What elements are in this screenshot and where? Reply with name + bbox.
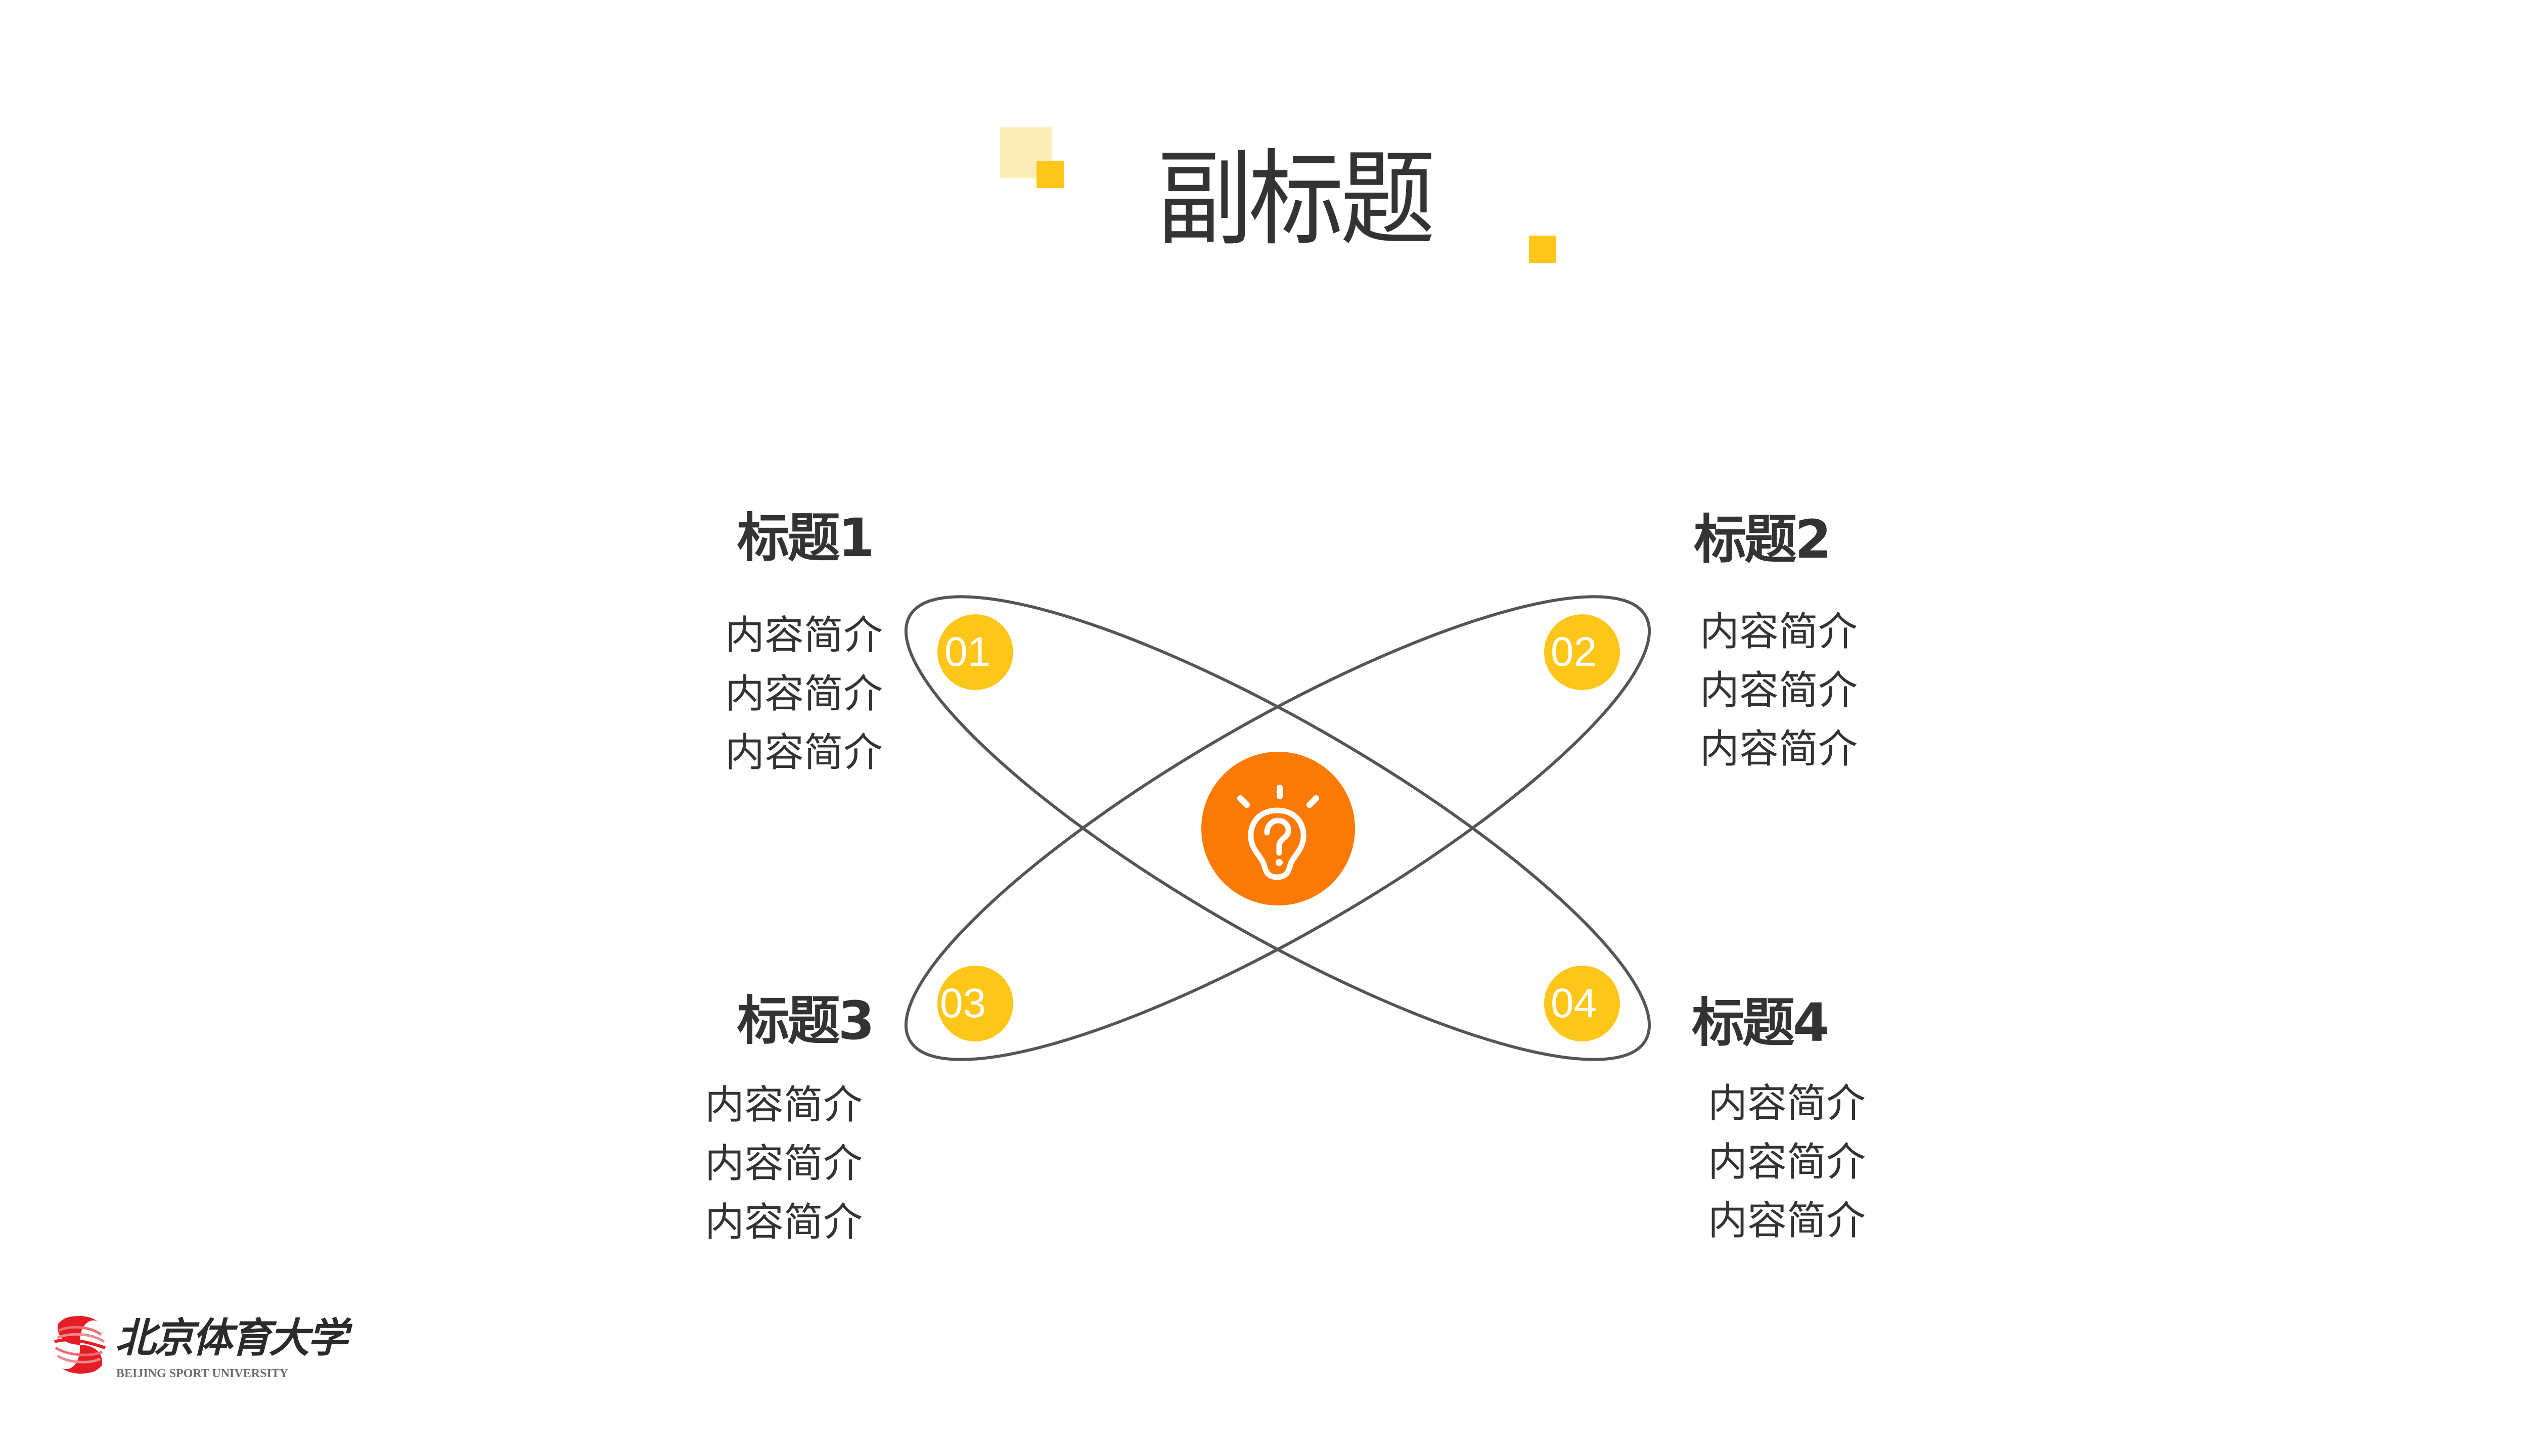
swirl-emblem-icon	[50, 1314, 110, 1375]
description-line: 内容简介	[705, 1141, 863, 1187]
logo-name-cn: 北京体育大学	[115, 1314, 348, 1361]
item-description: 内容简介 内容简介 内容简介	[705, 1076, 917, 1252]
description-line: 内容简介	[725, 671, 883, 717]
orbit-ellipse-ascending	[905, 595, 1651, 1061]
description-line: 内容简介	[705, 1200, 863, 1245]
description-line: 内容简介	[1700, 668, 1858, 713]
number-badge-label: 04	[1551, 980, 1597, 1026]
description-line: 内容简介	[725, 613, 883, 658]
logo-name-en: BEIJING SPORT UNIVERSITY	[116, 1367, 289, 1380]
description-line: 内容简介	[1700, 726, 1858, 772]
decor-square-gold-right	[1529, 236, 1556, 263]
item-heading: 标题1	[737, 507, 875, 569]
item-description: 内容简介 内容简介 内容简介	[1700, 603, 1912, 779]
item-heading: 标题3	[737, 990, 875, 1052]
item-description: 内容简介 内容简介 内容简介	[1708, 1074, 1920, 1250]
university-logo: 北京体育大学 BEIJING SPORT UNIVERSITY	[49, 1310, 348, 1381]
number-badge-04: 04	[1544, 966, 1620, 1041]
number-badge-03: 03	[937, 966, 1013, 1041]
number-badge-label: 03	[940, 980, 986, 1026]
center-hub	[1201, 752, 1355, 905]
number-badge-02: 02	[1544, 614, 1620, 690]
description-line: 内容简介	[1708, 1198, 1866, 1244]
description-line: 内容简介	[1708, 1140, 1866, 1185]
number-badge-01: 01	[937, 614, 1013, 690]
orbit-ellipse-descending	[905, 595, 1651, 1061]
description-line: 内容简介	[1700, 609, 1858, 655]
item-heading: 标题4	[1692, 992, 1829, 1054]
number-badge-label: 01	[944, 629, 991, 675]
slide-title: 副标题	[1157, 140, 1435, 260]
description-line: 内容简介	[725, 730, 883, 776]
item-heading: 标题2	[1694, 509, 1831, 570]
lightbulb-question-icon	[1237, 785, 1319, 880]
description-line: 内容简介	[1708, 1081, 1866, 1126]
number-badge-label: 02	[1551, 629, 1597, 675]
description-line: 内容简介	[705, 1082, 863, 1128]
item-description: 内容简介 内容简介 内容简介	[667, 606, 883, 782]
decor-square-gold-left	[1036, 161, 1064, 188]
